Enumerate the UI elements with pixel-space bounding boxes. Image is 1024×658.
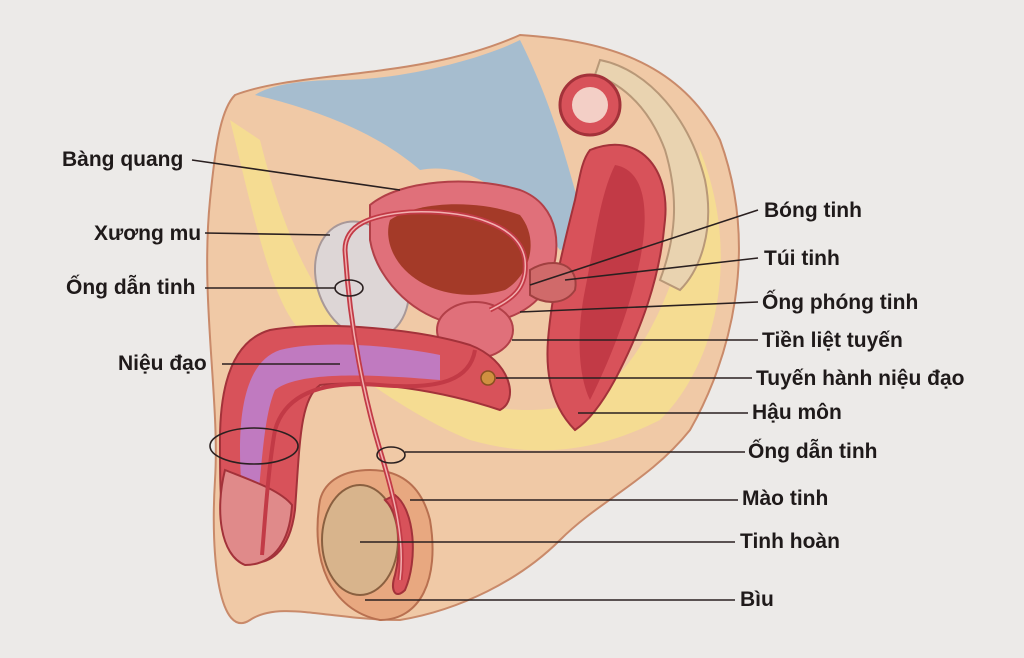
leader-ong-phong-tinh [519, 301, 759, 313]
rectum-inner [579, 165, 645, 400]
leader-tui-tinh [564, 257, 759, 281]
vas-deferens-highlight [344, 211, 526, 581]
label-tuyen-hanh-nieu-dao: Tuyến hành niệu đạo [756, 367, 964, 390]
sigmoid-lumen [572, 87, 608, 123]
sacrum [593, 58, 710, 292]
label-tien-liet-tuyen: Tiền liệt tuyến [762, 329, 903, 352]
peritoneum [255, 40, 590, 250]
label-ong-phong-tinh: Ống phóng tinh [762, 290, 918, 314]
label-tui-tinh: Túi tinh [764, 247, 840, 270]
urethra [260, 349, 477, 556]
label-tinh-hoan: Tinh hoàn [740, 530, 840, 553]
label-nieu-dao: Niệu đạo [118, 352, 207, 375]
leader-xuong-mu [204, 232, 331, 236]
penis-marker [209, 427, 299, 465]
label-biu: Bìu [740, 588, 774, 611]
label-xuong-mu: Xương mu [94, 222, 201, 245]
seminal-vesicle [529, 261, 577, 303]
label-bong-tinh: Bóng tinh [764, 199, 862, 222]
label-ong-dan-tinh-right: Ống dẫn tinh [748, 439, 877, 463]
vas-marker-lower [376, 446, 406, 464]
label-ong-dan-tinh-left: Ống dẫn tinh [66, 275, 195, 299]
bulbourethral-gland [480, 370, 496, 386]
label-mao-tinh: Mào tinh [742, 487, 828, 510]
corpus-cavernosum [240, 344, 440, 520]
label-hau-mon: Hậu môn [752, 401, 842, 424]
label-bang-quang: Bàng quang [62, 148, 183, 171]
leader-bong-tinh [529, 209, 759, 286]
leader-bang-quang [191, 159, 401, 191]
